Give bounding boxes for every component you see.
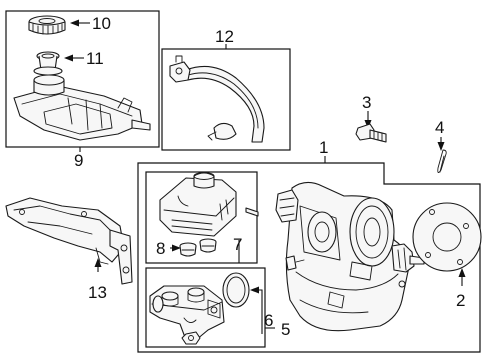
remote-reservoir-part: [13, 74, 151, 141]
group-5-master-cylinder: 6 5: [145, 267, 290, 348]
callout-1: 1: [319, 138, 328, 157]
group-9-frame: [5, 10, 160, 148]
group-9-remote-reservoir: 10 11 9: [5, 10, 160, 170]
reservoir-hose-part: [169, 55, 265, 143]
booster-gasket-part: 2: [412, 202, 482, 310]
callout-6: 6: [264, 311, 273, 330]
callout-5: 5: [281, 320, 290, 339]
callout-13: 13: [88, 283, 107, 302]
callout-7: 7: [233, 235, 242, 254]
mounting-bolt-part: 3: [355, 93, 387, 143]
callout-2: 2: [456, 291, 465, 310]
reservoir-cap-part: [28, 15, 66, 35]
fluid-reservoir-part: [159, 172, 259, 237]
group-1-booster-assembly: 1: [137, 138, 482, 353]
reservoir-grommets-part: [179, 238, 217, 257]
callout-9: 9: [74, 151, 83, 170]
reservoir-bracket-part: 13: [5, 197, 133, 302]
cap-seal-part: [33, 51, 63, 76]
callout-10: 10: [92, 14, 111, 33]
retaining-clip-part: 4: [435, 118, 447, 173]
group-7-frame: [145, 171, 258, 264]
callout-8: 8: [156, 239, 165, 258]
group-12-hose: 12: [161, 27, 291, 151]
brake-booster-part: [275, 181, 425, 332]
callout-12: 12: [215, 27, 234, 46]
master-cylinder-part: [149, 285, 225, 345]
group-1-frame: [137, 162, 481, 353]
callout-4: 4: [435, 118, 444, 137]
group-7-reservoir: 8 7: [145, 171, 259, 264]
group-5-frame: [145, 267, 266, 348]
master-cylinder-seal-part: [222, 272, 263, 334]
callout-3: 3: [362, 93, 371, 112]
callout-11: 11: [86, 49, 104, 68]
